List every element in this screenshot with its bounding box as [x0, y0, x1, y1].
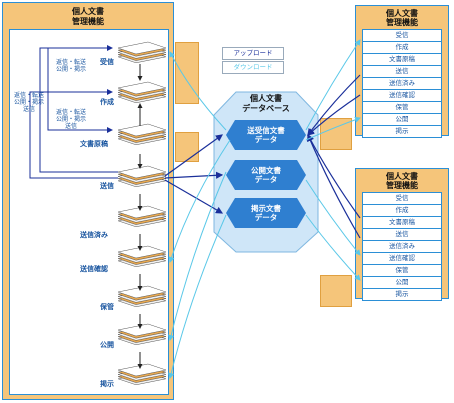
upload-arrow-left-1 [164, 171, 224, 179]
note-reply-2-line3: 送信 [23, 106, 36, 113]
right-panel-1-title-1: 個人文書 [386, 9, 418, 18]
right-panel-2-title-2: 管理機能 [386, 181, 418, 190]
right-panel-2-menu: 受信 作成 文書原稿 送信 送信済み 送信確認 保管 公開 掲示 [362, 192, 442, 301]
right-panel-1-item-draft: 文書原稿 [363, 54, 441, 66]
left-panel-title-2: 管理機能 [72, 17, 104, 26]
document-stack-create [117, 81, 167, 104]
stage-label-create: 作成 [100, 98, 114, 106]
download-arrow-left-1 [168, 139, 231, 263]
download-arrow-left-2 [168, 171, 227, 341]
document-stack-receive [117, 41, 167, 64]
loop-send-to-create [29, 89, 118, 179]
right-panel-1-title-2: 管理機能 [386, 18, 418, 27]
upload-arrow-left-2 [164, 179, 224, 214]
stage-label-store: 保管 [100, 303, 114, 311]
note-reply-1: 返信・転送 公開・掲示 [56, 59, 86, 73]
document-stack-send-confirm [117, 245, 167, 268]
document-stack-post [117, 363, 167, 386]
hex-bulletin-label-2: データ [254, 213, 278, 222]
note-reply-3-line3: 送信 [65, 123, 78, 130]
document-stack-draft [117, 123, 167, 146]
right-panel-2-title-1: 個人文書 [386, 172, 418, 181]
upload-arrow-right-1 [307, 133, 361, 219]
decor-box-left-2 [175, 132, 199, 162]
right-panel-1-item-send-confirm: 送信確認 [363, 90, 441, 102]
hex-public-label-2: データ [254, 175, 278, 184]
right-panel-2-item-create: 作成 [363, 205, 441, 217]
right-panel-1-menu: 受信 作成 文書原稿 送信 送信済み 送信確認 保管 公開 掲示 [362, 29, 442, 138]
download-arrow-left-0 [169, 51, 227, 131]
right-panel-2-item-post: 掲示 [395, 290, 409, 298]
stage-label-send: 送信 [100, 182, 114, 190]
upload-arrow-left-0 [164, 134, 223, 177]
right-panel-2-item-send: 送信 [363, 229, 441, 241]
upload-arrow-right-0 [307, 74, 361, 136]
decor-box-right-2 [320, 275, 352, 307]
right-panel-2-item-sent: 送信済み [363, 241, 441, 253]
stage-label-receive: 受信 [100, 58, 114, 66]
right-panel-1-item-receive: 受信 [363, 30, 441, 42]
document-stack-store [117, 285, 167, 308]
upload-arrow-right-2 [307, 94, 361, 136]
hex-send-receive [226, 120, 306, 150]
right-panel-2-item-draft: 文書原稿 [363, 217, 441, 229]
hex-bulletin [226, 198, 306, 228]
download-arrow-right-2 [305, 179, 361, 256]
loop-to-draft [47, 48, 113, 133]
note-reply-2: 返信・転送 公開・掲示 送信 [14, 92, 44, 113]
legend-download-label: ダウンロード [233, 63, 273, 71]
database-title-1: 個人文書 [250, 94, 282, 103]
stage-label-sent: 送信済み [80, 231, 108, 239]
right-panel-1-item-store: 保管 [363, 102, 441, 114]
document-stack-sent [117, 205, 167, 228]
right-panel-2-item-send-confirm: 送信確認 [363, 253, 441, 265]
legend-upload: アップロード [222, 47, 284, 60]
right-panel-2-item-publish: 公開 [363, 277, 441, 289]
upload-arrow-right-3 [307, 133, 361, 239]
note-reply-3: 返信・転送 公開・掲示 送信 [56, 109, 86, 130]
stage-label-send-confirm: 送信確認 [80, 265, 108, 273]
hex-public-label-1: 公開文書 [251, 166, 281, 175]
stage-label-post: 掲示 [100, 380, 114, 388]
note-reply-3-line2: 公開・掲示 [56, 116, 87, 123]
stage-label-publish: 公開 [100, 341, 114, 349]
decor-box-left-1 [175, 42, 199, 104]
note-reply-1-line2: 公開・掲示 [56, 66, 87, 73]
note-reply-1-line1: 返信・転送 [56, 59, 87, 66]
hex-send-receive-label-1: 送受信文書 [247, 126, 285, 135]
right-panel-2-item-receive: 受信 [363, 193, 441, 205]
download-arrow-right-1 [305, 116, 361, 141]
right-panel-1-item-send: 送信 [363, 66, 441, 78]
left-panel-title-1: 個人文書 [72, 7, 104, 16]
right-panel-1-item-publish: 公開 [363, 114, 441, 126]
right-panel-1-item-post: 掲示 [395, 127, 409, 135]
download-arrow-right-0 [305, 39, 361, 131]
note-reply-3-line1: 返信・転送 [56, 109, 87, 116]
hex-public [226, 160, 306, 190]
hex-send-receive-label-2: データ [254, 135, 278, 144]
note-reply-2-line1: 返信・転送 [14, 92, 45, 99]
loop-send-to-receive [39, 45, 118, 173]
right-panel-1-item-create: 作成 [363, 42, 441, 54]
document-stack-publish [117, 323, 167, 346]
right-panel-1-item-sent: 送信済み [363, 78, 441, 90]
download-arrow-right-3 [305, 214, 361, 281]
right-panel-2-item-store: 保管 [363, 265, 441, 277]
database-title-2: データベース [242, 104, 290, 113]
legend-upload-label: アップロード [233, 49, 273, 57]
right-function-panel-2: 個人文書 管理機能 受信 作成 文書原稿 送信 送信済み 送信確認 保管 公開 … [355, 168, 449, 301]
hex-bulletin-label-1: 掲示文書 [251, 204, 281, 213]
download-arrow-left-3 [168, 214, 227, 379]
legend-download: ダウンロード [222, 61, 284, 74]
document-stack-send [117, 165, 167, 188]
stage-label-draft: 文書原稿 [80, 140, 108, 148]
right-function-panel-1: 個人文書 管理機能 受信 作成 文書原稿 送信 送信済み 送信確認 保管 公開 … [355, 5, 449, 138]
note-reply-2-line2: 公開・掲示 [14, 99, 45, 106]
